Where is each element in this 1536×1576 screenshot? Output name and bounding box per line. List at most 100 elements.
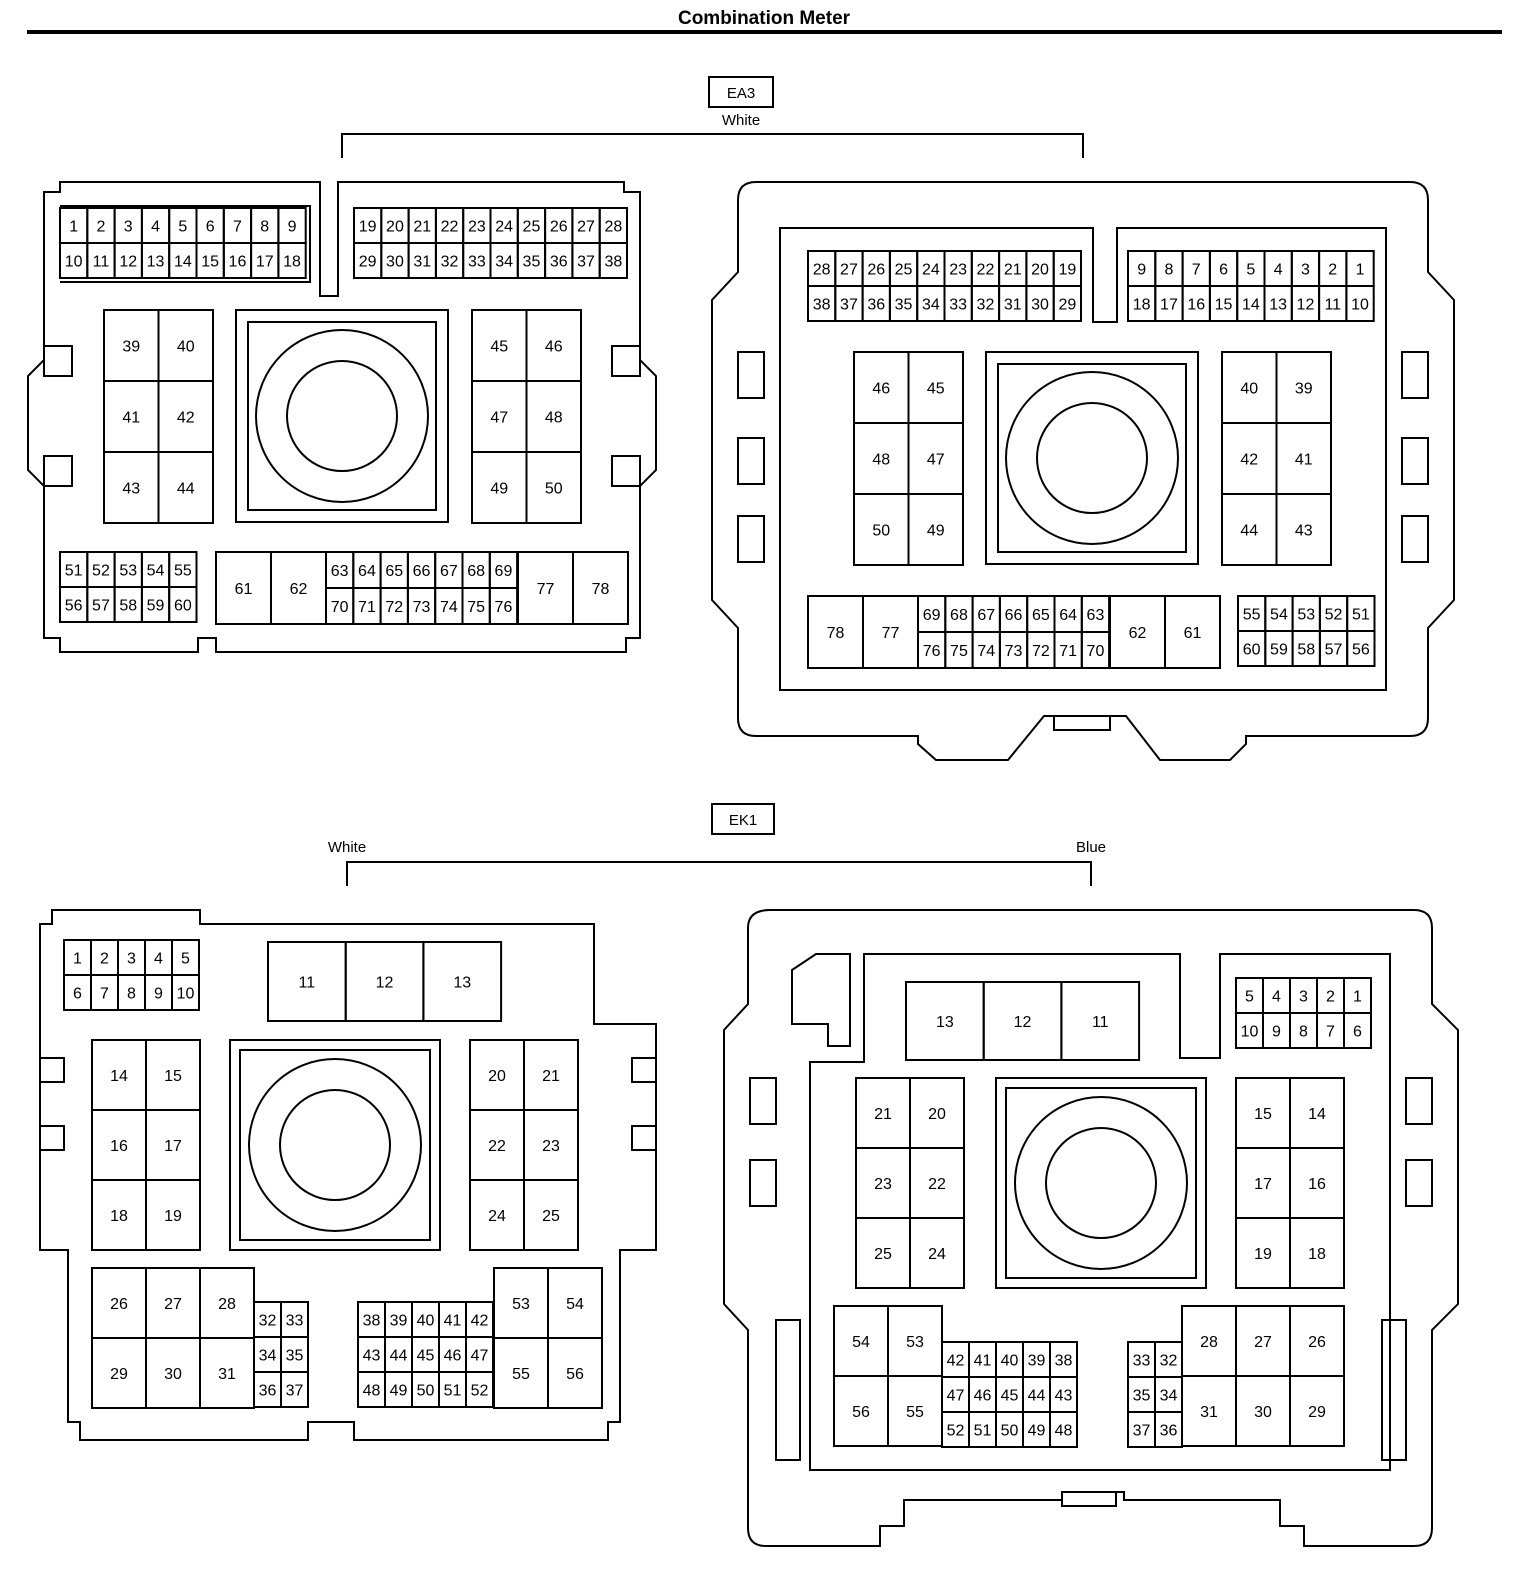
pin-number: 28 xyxy=(813,262,831,279)
pin-cell xyxy=(1289,1375,1345,1447)
pin-number: 72 xyxy=(385,599,403,616)
pin-cell xyxy=(280,1371,309,1408)
pin-number: 49 xyxy=(390,1383,408,1400)
key-notch xyxy=(791,953,851,1047)
pin-number: 45 xyxy=(490,339,508,356)
pin-number: 56 xyxy=(566,1366,584,1383)
pin-number: 18 xyxy=(110,1208,128,1225)
pin-cell xyxy=(157,451,214,524)
latch-tab xyxy=(737,515,765,563)
pin-number: 49 xyxy=(927,523,945,540)
pin-number: 36 xyxy=(259,1383,277,1400)
pin-number: 76 xyxy=(923,643,941,660)
guide-post-frame xyxy=(247,321,437,511)
pin-number: 1 xyxy=(1356,262,1365,279)
pin-number: 75 xyxy=(950,643,968,660)
latch-tab xyxy=(1401,437,1429,485)
pin-number: 62 xyxy=(290,581,308,598)
side-rail xyxy=(1381,1319,1407,1461)
latch-tab xyxy=(737,437,765,485)
guide-post-ring xyxy=(1036,402,1148,514)
pin-number: 7 xyxy=(1192,262,1201,279)
pin-number: 16 xyxy=(229,254,247,271)
pin-number: 50 xyxy=(1001,1423,1019,1440)
pin-number: 55 xyxy=(906,1404,924,1421)
pin-number: 48 xyxy=(363,1383,381,1400)
pin-number: 10 xyxy=(1351,297,1369,314)
pin-number: 71 xyxy=(1059,643,1077,660)
pin-number: 47 xyxy=(490,410,508,427)
pin-number: 51 xyxy=(444,1383,462,1400)
pin-number: 63 xyxy=(331,563,349,580)
pin-number: 2 xyxy=(100,951,109,968)
pin-number: 54 xyxy=(566,1296,584,1313)
latch-tab xyxy=(43,345,73,377)
pin-number: 34 xyxy=(495,254,513,271)
pin-cell xyxy=(1060,981,1141,1061)
latch-tab xyxy=(1405,1159,1433,1207)
pin-number: 12 xyxy=(1297,297,1315,314)
latch-tab xyxy=(39,1125,65,1151)
latch-tab xyxy=(737,351,765,399)
pin-number: 69 xyxy=(923,607,941,624)
guide-post-frame xyxy=(239,1049,431,1241)
pin-number: 18 xyxy=(1308,1246,1326,1263)
pin-number: 70 xyxy=(331,599,349,616)
pin-number: 15 xyxy=(1215,297,1233,314)
pin-number: 34 xyxy=(259,1348,277,1365)
pin-number: 35 xyxy=(1133,1388,1151,1405)
pin-number: 16 xyxy=(110,1138,128,1155)
pin-number: 3 xyxy=(1299,989,1308,1006)
pin-number: 4 xyxy=(1274,262,1283,279)
pin-number: 31 xyxy=(218,1366,236,1383)
pin-cell xyxy=(277,242,307,279)
pin-number: 19 xyxy=(164,1208,182,1225)
pin-number: 23 xyxy=(949,262,967,279)
connector-inner-wall xyxy=(779,227,1387,691)
pin-number: 34 xyxy=(922,297,940,314)
pin-number: 1 xyxy=(73,951,82,968)
pin-number: 37 xyxy=(1133,1423,1151,1440)
pin-number: 5 xyxy=(178,219,187,236)
pin-number: 4 xyxy=(1272,989,1281,1006)
connector-outline xyxy=(723,909,1459,1547)
pin-number: 44 xyxy=(390,1348,408,1365)
ea3-code-box xyxy=(708,76,774,108)
pin-number: 60 xyxy=(174,598,192,615)
guide-post-frame xyxy=(229,1039,441,1251)
pin-number: 40 xyxy=(1240,381,1258,398)
pin-number: 12 xyxy=(1014,1014,1032,1031)
page-title: Combination Meter xyxy=(678,8,851,29)
pin-number: 44 xyxy=(1028,1388,1046,1405)
pin-number: 44 xyxy=(177,481,195,498)
pin-number: 38 xyxy=(604,254,622,271)
pin-number: 66 xyxy=(413,563,431,580)
ek1-bracket xyxy=(346,861,1092,886)
pin-number: 71 xyxy=(358,599,376,616)
pin-number: 22 xyxy=(441,219,459,236)
pin-number: 13 xyxy=(453,975,471,992)
pin-number: 49 xyxy=(490,481,508,498)
pin-number: 57 xyxy=(1325,642,1343,659)
pin-number: 69 xyxy=(495,563,513,580)
pin-number: 44 xyxy=(1240,523,1258,540)
guide-post-ring xyxy=(1005,371,1179,545)
pin-number: 41 xyxy=(1295,452,1313,469)
guide-post-frame xyxy=(1005,1087,1197,1279)
pin-number: 42 xyxy=(177,410,195,427)
pin-number: 76 xyxy=(495,599,513,616)
pin-number: 77 xyxy=(882,625,900,642)
pin-number: 5 xyxy=(1246,262,1255,279)
pin-number: 14 xyxy=(1308,1106,1326,1123)
connector-outline xyxy=(711,181,1455,761)
pin-number: 48 xyxy=(545,410,563,427)
pin-number: 21 xyxy=(1004,262,1022,279)
pin-number: 55 xyxy=(174,563,192,580)
guide-post-ring xyxy=(286,360,398,472)
pin-number: 33 xyxy=(1133,1353,1151,1370)
latch-tab xyxy=(1401,351,1429,399)
pin-number: 26 xyxy=(1308,1334,1326,1351)
